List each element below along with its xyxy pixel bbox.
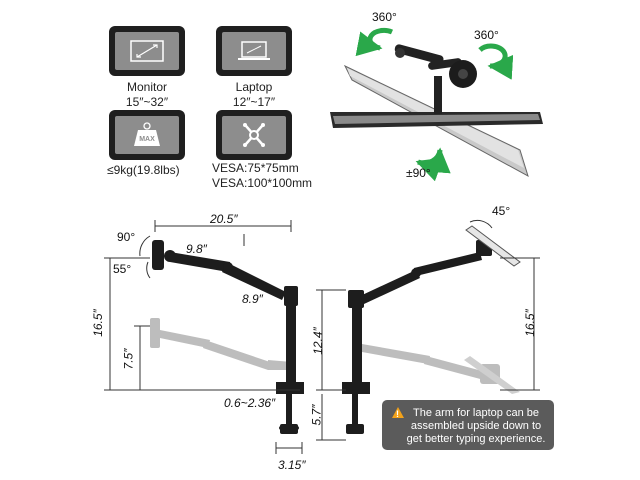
dim-pole-height-12-4: 12.4″ bbox=[310, 327, 325, 355]
dim-height-16-5-right: 16.5″ bbox=[522, 309, 537, 337]
note-text: The arm for laptop can be assembled upsi… bbox=[406, 407, 546, 445]
dim-clamp-height-5-7: 5.7″ bbox=[309, 404, 324, 426]
left-arm-dark bbox=[152, 240, 304, 434]
rotation-arrows bbox=[355, 27, 514, 182]
warning-icon bbox=[392, 407, 404, 421]
dim-base-width: 3.15″ bbox=[278, 458, 306, 472]
rotate-360-left-icon bbox=[355, 27, 394, 57]
laptop-icon bbox=[238, 41, 270, 60]
tilt-90-icon bbox=[415, 147, 451, 182]
rotate-360-right-icon bbox=[478, 43, 514, 80]
rotating-monitor-illustration bbox=[330, 44, 543, 178]
laptop-spec-label: Laptop 12″~17″ bbox=[212, 80, 296, 110]
rotation-360-left-label: 360° bbox=[372, 10, 397, 24]
weight-badge: MAX bbox=[139, 136, 155, 143]
vesa-spec-box bbox=[216, 110, 292, 160]
dim-arm-lower-8-9: 8.9″ bbox=[242, 292, 263, 306]
dim-swivel-55: 55° bbox=[113, 262, 132, 276]
dim-width-20-5: 20.5″ bbox=[210, 212, 238, 226]
vesa-line-1: VESA:75*75mm bbox=[212, 161, 299, 175]
right-arm-ghost bbox=[362, 344, 520, 394]
dim-clamp-range: 0.6~2.36″ bbox=[224, 396, 276, 410]
right-arm-dark bbox=[342, 225, 521, 434]
vesa-line-2: VESA:100*100mm bbox=[212, 176, 313, 190]
vesa-spec-label: VESA:75*75mm VESA:100*100mm bbox=[212, 161, 322, 191]
laptop-spec-box bbox=[216, 26, 292, 76]
vesa-mount-icon bbox=[243, 123, 265, 147]
upside-down-note: The arm for laptop can be assembled upsi… bbox=[382, 400, 554, 450]
left-dimension-lines bbox=[104, 220, 303, 454]
monitor-title: Monitor bbox=[126, 80, 167, 94]
dim-height-16-5-left: 16.5″ bbox=[90, 309, 105, 337]
weight-spec-box: MAX bbox=[109, 110, 185, 160]
laptop-title: Laptop bbox=[235, 80, 273, 94]
dim-tilt-90: 90° bbox=[117, 230, 136, 244]
monitor-spec-box bbox=[109, 26, 185, 76]
monitor-icon bbox=[130, 40, 164, 62]
laptop-range: 12″~17″ bbox=[232, 95, 276, 109]
dim-arm-upper-9-8: 9.8″ bbox=[186, 242, 207, 256]
dim-low-height-7-5: 7.5″ bbox=[121, 348, 136, 370]
weight-spec-label: ≤9kg(19.8lbs) bbox=[107, 163, 180, 177]
rotation-360-right-label: 360° bbox=[474, 28, 499, 42]
monitor-range: 15″~32″ bbox=[125, 95, 169, 109]
monitor-spec-label: Monitor 15″~32″ bbox=[105, 80, 189, 110]
dim-laptop-angle-45: 45° bbox=[492, 204, 511, 218]
left-arm-ghost bbox=[150, 318, 292, 370]
tilt-90-label: ±90° bbox=[406, 166, 431, 180]
weight-icon: MAX bbox=[134, 122, 160, 146]
right-dimension-lines bbox=[316, 219, 540, 441]
